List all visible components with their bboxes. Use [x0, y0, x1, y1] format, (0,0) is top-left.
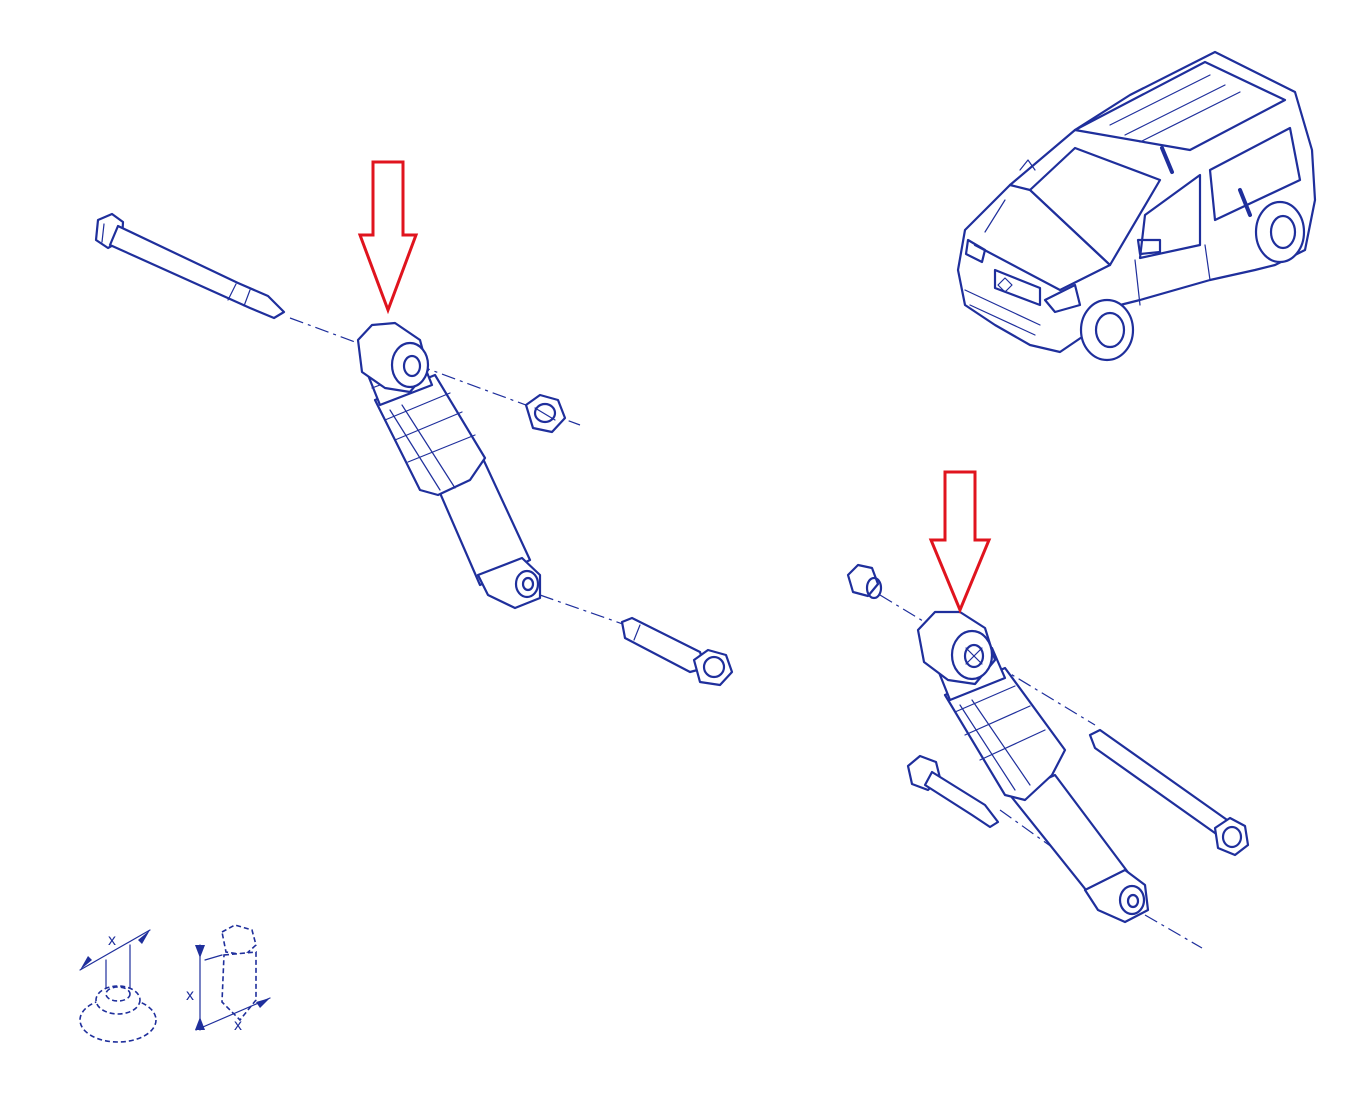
right-long-bolt — [1088, 728, 1250, 857]
right-shock-assembly — [846, 563, 1250, 949]
right-indicator-arrow — [928, 470, 992, 614]
van-illustration — [956, 50, 1317, 362]
bolt-dimension-icon: x x — [186, 924, 271, 1034]
right-shock-absorber — [916, 610, 1150, 924]
left-indicator-arrow — [357, 160, 419, 315]
left-shock-assembly — [94, 212, 734, 687]
bolt-thread-label: x — [234, 1017, 242, 1034]
bolt-length-label: x — [186, 987, 194, 1004]
nut-dimension-label: x — [108, 932, 116, 949]
right-short-bolt — [906, 754, 1000, 829]
left-lower-bolt — [620, 616, 734, 687]
left-upper-bolt — [94, 212, 286, 320]
fastener-dimension-legend: x x x — [79, 924, 271, 1043]
left-shock-absorber — [356, 321, 542, 610]
right-upper-nut — [846, 563, 883, 600]
left-upper-nut — [524, 393, 567, 434]
nut-dimension-icon: x — [79, 929, 157, 1043]
